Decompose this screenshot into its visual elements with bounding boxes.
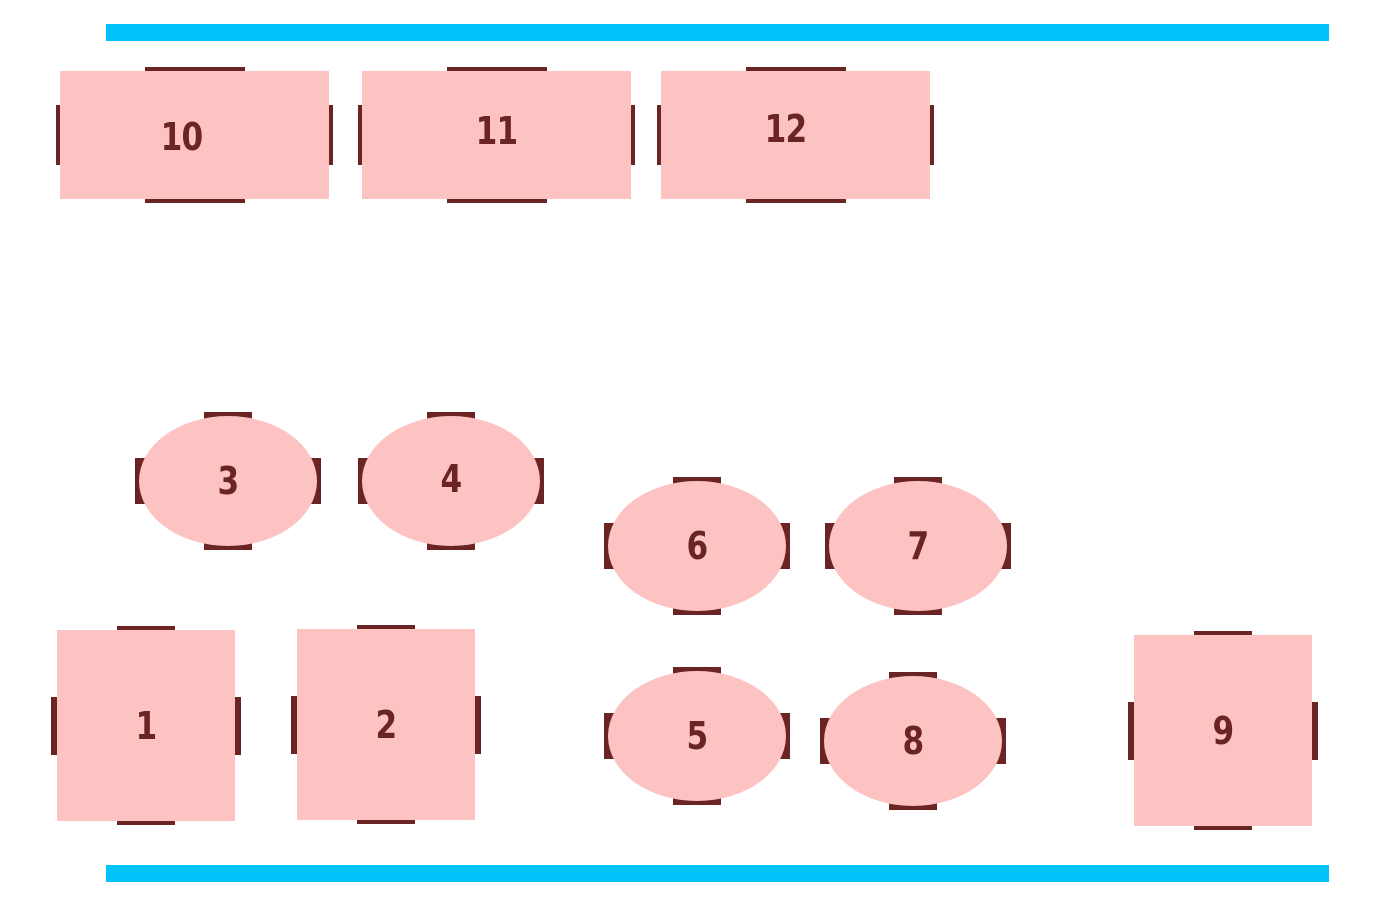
chair-right: [327, 105, 333, 165]
table-3[interactable]: 3: [135, 412, 321, 550]
chair-left: [358, 105, 364, 165]
table-8[interactable]: 8: [820, 672, 1006, 810]
table-surface: [362, 416, 540, 546]
table-surface: [608, 481, 786, 611]
table-surface: [661, 71, 930, 199]
table-2[interactable]: 2: [291, 625, 481, 824]
table-surface: [297, 629, 475, 820]
table-surface: [608, 671, 786, 801]
chair-left: [56, 105, 62, 165]
chair-top: [745, 67, 846, 73]
chair-bottom: [1194, 824, 1252, 830]
chair-right: [233, 696, 241, 755]
wall-top: [106, 24, 1329, 41]
chair-top: [446, 67, 547, 73]
table-9[interactable]: 9: [1128, 631, 1318, 830]
chair-left: [1128, 701, 1136, 760]
chair-bottom: [144, 197, 245, 203]
chair-top: [144, 67, 245, 73]
table-10[interactable]: 10: [56, 67, 333, 203]
table-surface: [824, 676, 1002, 806]
table-7[interactable]: 7: [825, 477, 1011, 615]
chair-left: [291, 695, 299, 754]
table-1[interactable]: 1: [51, 626, 241, 825]
table-5[interactable]: 5: [604, 667, 790, 805]
table-surface: [362, 71, 631, 199]
table-11[interactable]: 11: [358, 67, 635, 203]
chair-bottom: [117, 819, 175, 825]
chair-bottom: [446, 197, 547, 203]
table-surface: [60, 71, 329, 199]
chair-left: [51, 696, 59, 755]
chair-bottom: [745, 197, 846, 203]
chair-right: [1310, 701, 1318, 760]
table-12[interactable]: 12: [657, 67, 934, 203]
chair-bottom: [357, 818, 415, 824]
table-4[interactable]: 4: [358, 412, 544, 550]
chair-top: [117, 626, 175, 632]
table-6[interactable]: 6: [604, 477, 790, 615]
table-surface: [57, 630, 235, 821]
chair-top: [357, 625, 415, 631]
chair-left: [657, 105, 663, 165]
chair-right: [629, 105, 635, 165]
table-surface: [1134, 635, 1312, 826]
wall-bottom: [106, 865, 1329, 882]
chair-right: [473, 695, 481, 754]
table-surface: [829, 481, 1007, 611]
table-surface: [139, 416, 317, 546]
chair-top: [1194, 631, 1252, 637]
chair-right: [928, 105, 934, 165]
